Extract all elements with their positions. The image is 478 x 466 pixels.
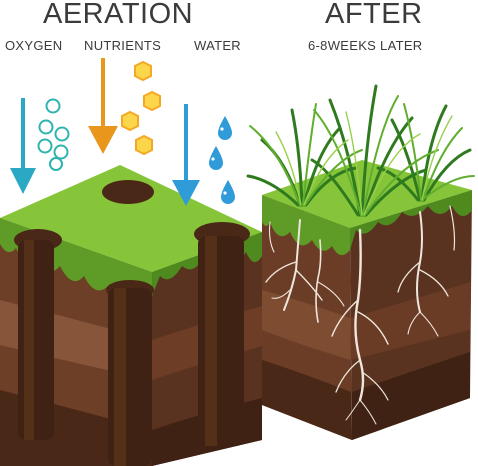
after-time-label: 6-8WEEKS LATER xyxy=(308,38,423,53)
grass-tufts xyxy=(246,84,475,217)
nutrients-arrow-icon xyxy=(88,58,118,154)
oxygen-arrow-icon xyxy=(10,98,36,194)
aeration-cores xyxy=(18,236,244,466)
oxygen-label: OXYGEN xyxy=(5,38,63,53)
aeration-title: AERATION xyxy=(43,0,194,30)
nutrients-label: NUTRIENTS xyxy=(84,38,162,53)
nutrient-hexagon-icon xyxy=(121,60,161,156)
after-title: AFTER xyxy=(325,0,423,30)
water-arrow-icon xyxy=(172,104,200,206)
oxygen-bubble-icon xyxy=(37,98,70,171)
water-label: WATER xyxy=(194,38,241,53)
water-drop-icon xyxy=(209,116,235,204)
grass-roots xyxy=(265,205,456,425)
